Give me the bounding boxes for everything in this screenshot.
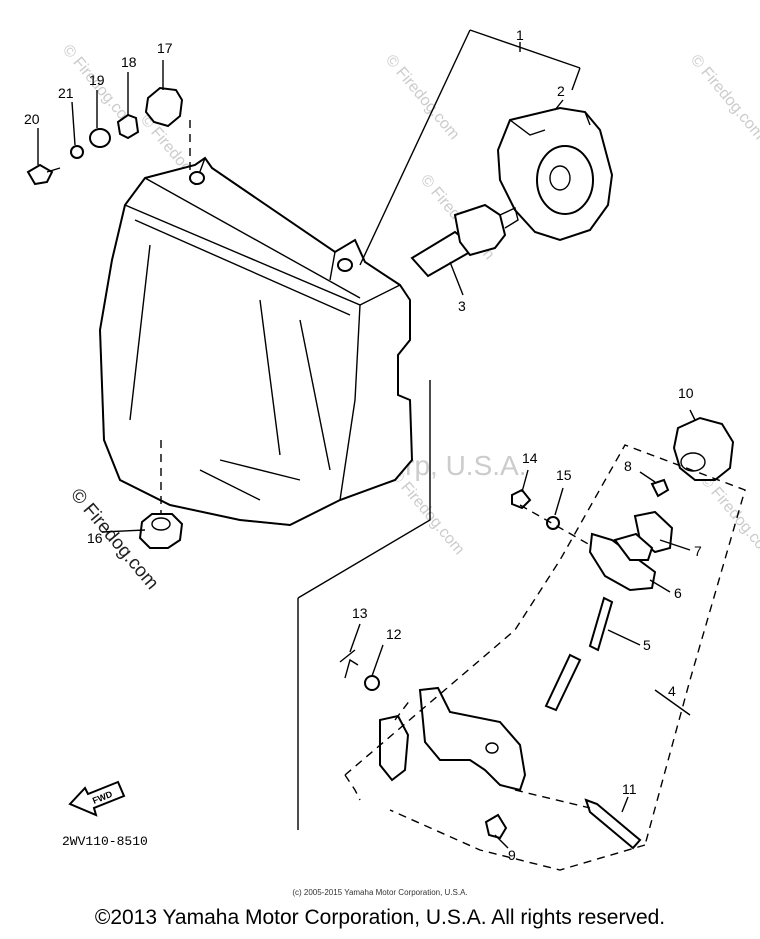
callout-7: 7 xyxy=(694,543,702,559)
callout-4: 4 xyxy=(668,683,676,699)
callout-12: 12 xyxy=(386,626,402,642)
callout-21: 21 xyxy=(58,85,74,101)
leader-lines xyxy=(37,60,696,849)
adjust-shaft xyxy=(544,596,614,712)
lower-bracket xyxy=(339,478,670,850)
socket-cover xyxy=(496,106,614,242)
watermark-firedog: © Firedog.com xyxy=(697,472,760,563)
headlight-assembly xyxy=(98,156,414,527)
adjust-knob xyxy=(672,416,735,481)
diagram-code: 2WV110-8510 xyxy=(62,834,148,849)
callout-1: 1 xyxy=(516,27,524,43)
footer-small-copyright: (c) 2005-2015 Yamaha Motor Corporation, … xyxy=(292,888,468,897)
callout-14: 14 xyxy=(522,450,538,466)
callout-19: 19 xyxy=(89,72,105,88)
fwd-arrow: FWD xyxy=(68,780,126,817)
mount-hardware xyxy=(26,86,184,186)
callout-9: 9 xyxy=(508,847,516,863)
callout-13: 13 xyxy=(352,605,368,621)
callout-18: 18 xyxy=(121,54,137,70)
assembly-lines xyxy=(160,29,746,871)
grommet xyxy=(138,513,184,549)
callout-10: 10 xyxy=(678,385,694,401)
callout-15: 15 xyxy=(556,467,572,483)
watermark-firedog: © Firedog.com xyxy=(382,52,463,143)
callouts: 1 2 3 4 5 6 7 8 9 10 11 12 13 14 15 16 1… xyxy=(24,27,702,863)
callout-8: 8 xyxy=(624,458,632,474)
callout-6: 6 xyxy=(674,585,682,601)
callout-3: 3 xyxy=(458,298,466,314)
callout-11: 11 xyxy=(622,781,637,797)
callout-17: 17 xyxy=(157,40,173,56)
adjuster-bracket xyxy=(588,510,674,592)
watermark-firedog: © Firedog.com xyxy=(687,52,760,143)
callout-5: 5 xyxy=(643,637,651,653)
bulb xyxy=(410,203,519,278)
callout-16: 16 xyxy=(87,530,103,546)
callout-20: 20 xyxy=(24,111,40,127)
footer-copyright: ©2013 Yamaha Motor Corporation, U.S.A. A… xyxy=(94,906,666,929)
callout-2: 2 xyxy=(557,83,565,99)
